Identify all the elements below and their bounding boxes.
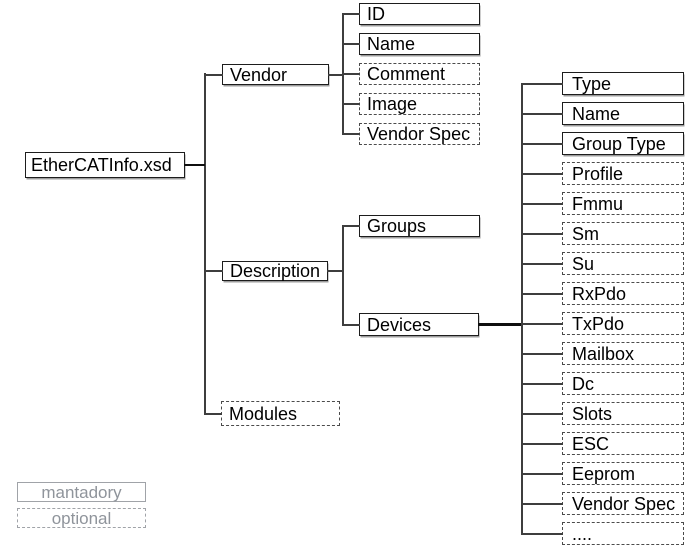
node-device-vendor-spec: Vendor Spec <box>522 492 684 515</box>
node-vendor: Vendor <box>205 64 343 85</box>
node-ellipsis: .... <box>522 522 684 545</box>
node-label: Name <box>572 103 621 124</box>
node-label: Dc <box>572 373 594 394</box>
node-label: TxPdo <box>572 313 625 334</box>
node-id: ID <box>343 3 480 25</box>
node-label: RxPdo <box>572 283 627 304</box>
node-group-type: Group Type <box>522 132 684 155</box>
legend-optional-box: optional <box>17 508 146 528</box>
node-txpdo: TxPdo <box>522 312 684 335</box>
node-label: Comment <box>367 64 446 84</box>
node-type: Type <box>522 72 684 95</box>
node-mailbox: Mailbox <box>522 342 684 365</box>
legend-mandatory-box: mantadory <box>17 482 146 502</box>
node-su: Su <box>522 252 684 275</box>
node-label: Modules <box>229 403 298 424</box>
node-modules: Modules <box>204 401 340 426</box>
node-vendor-spec: Vendor Spec <box>343 123 480 145</box>
node-sm: Sm <box>522 222 684 245</box>
node-label: Fmmu <box>572 193 623 214</box>
node-label: .... <box>572 523 593 544</box>
node-label: Type <box>572 73 612 94</box>
node-name: Name <box>343 33 480 55</box>
node-eeprom: Eeprom <box>522 462 684 485</box>
node-label: Group Type <box>572 133 666 154</box>
node-groups: Groups <box>343 215 480 237</box>
legend-optional-label: optional <box>51 508 112 528</box>
node-label: Name <box>367 34 416 54</box>
node-label: Profile <box>572 163 624 184</box>
node-comment: Comment <box>343 63 480 85</box>
node-devices: Devices <box>343 313 521 336</box>
node-label: Sm <box>572 223 599 244</box>
node-label: Mailbox <box>572 343 635 364</box>
node-dc: Dc <box>522 372 684 395</box>
connector-trunk-devices-children <box>521 83 523 535</box>
node-label: Image <box>367 94 418 114</box>
node-label: Devices <box>367 314 432 335</box>
node-label: Groups <box>367 216 427 236</box>
node-slots: Slots <box>522 402 684 425</box>
node-label: EtherCATInfo.xsd <box>31 155 172 175</box>
node-label: Eeprom <box>572 463 636 484</box>
node-ethercatinfo-xsd: EtherCATInfo.xsd <box>25 152 205 178</box>
node-label: Vendor <box>230 64 288 85</box>
node-label: Description <box>230 261 321 281</box>
node-profile: Profile <box>522 162 684 185</box>
node-image: Image <box>343 93 480 115</box>
node-description: Description <box>205 261 342 281</box>
node-esc: ESC <box>522 432 684 455</box>
node-label: ESC <box>572 433 610 454</box>
legend-mandatory-label: mantadory <box>41 482 122 502</box>
node-rxpdo: RxPdo <box>522 282 684 305</box>
connector-trunk-root-children <box>204 73 206 414</box>
node-label: Su <box>572 253 595 274</box>
connector-trunk-description-children <box>342 225 344 326</box>
node-label: ID <box>367 4 385 24</box>
node-fmmu: Fmmu <box>522 192 684 215</box>
node-label: Vendor Spec <box>367 124 471 144</box>
node-device-name: Name <box>522 102 684 125</box>
node-label: Vendor Spec <box>572 493 676 514</box>
node-label: Slots <box>572 403 613 424</box>
